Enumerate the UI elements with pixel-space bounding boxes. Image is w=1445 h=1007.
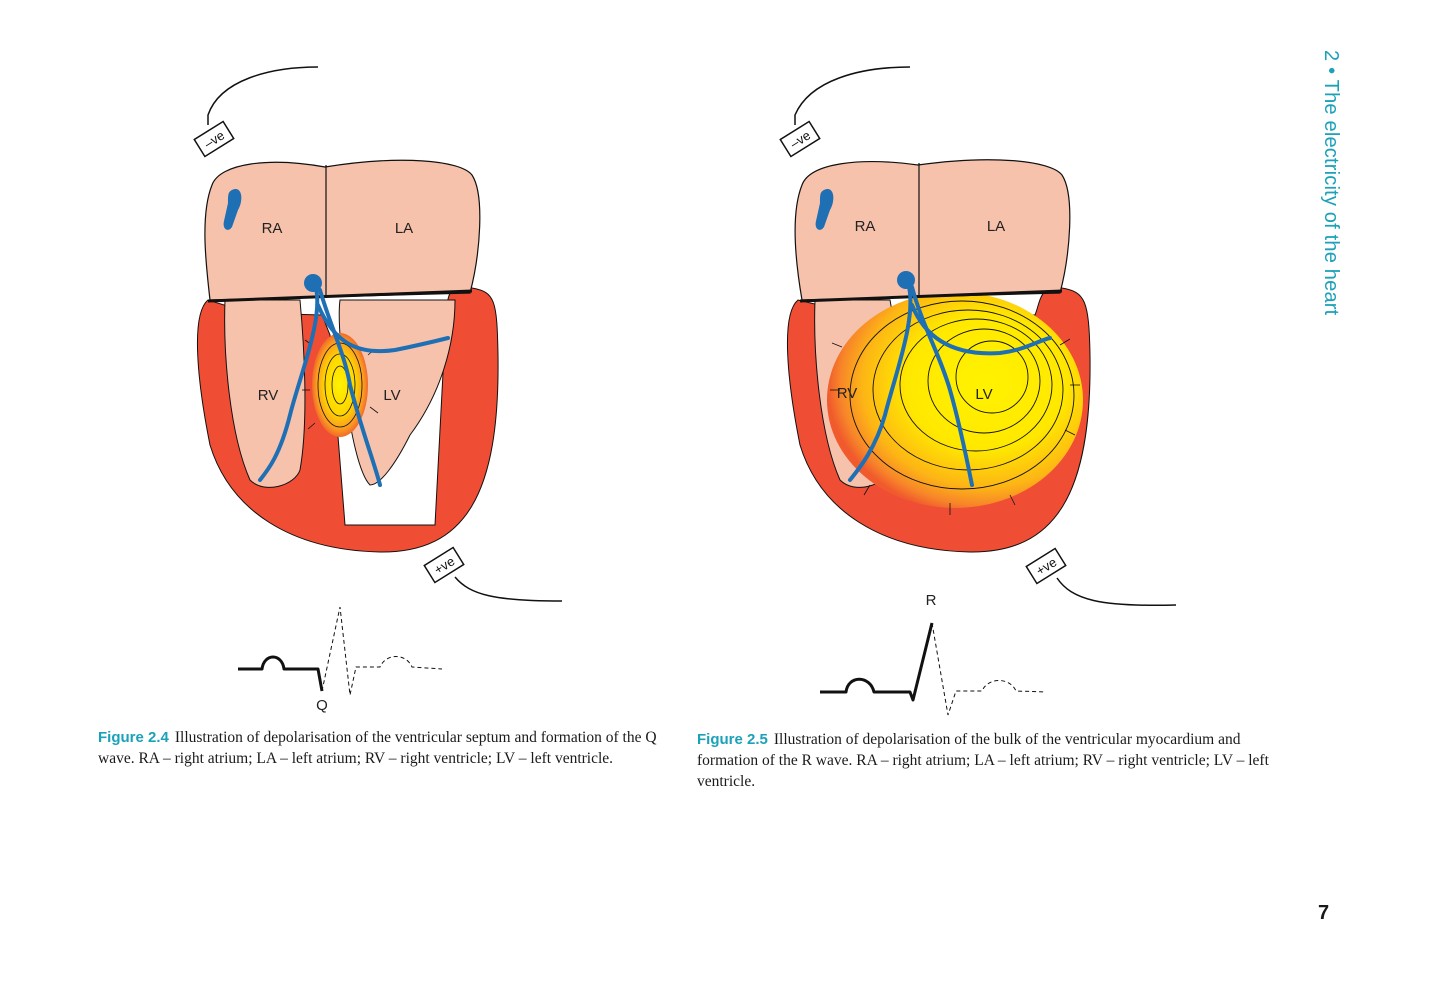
wave-label: R [926,592,937,609]
ra-label: RA [855,218,876,235]
ecg-trace: R [820,592,1046,715]
wave-label: Q [316,697,328,714]
positive-electrode-wire [1057,578,1176,605]
figure-2-4-caption-text: Illustration of depolarisation of the ve… [98,729,657,767]
lv-label: LV [383,387,400,404]
lv-label: LV [975,386,992,403]
positive-electrode: +ve [1026,549,1065,584]
figure-2-5-caption-text: Illustration of depolarisation of the bu… [697,731,1269,790]
negative-electrode-wire [795,67,910,125]
figure-2-4-label: Figure 2.4 [98,729,169,746]
rv-label: RV [837,385,858,402]
atria [205,160,480,300]
figure-2-4-diagram: –ve RA LA RV LV +ve Q [150,55,610,725]
positive-electrode: +ve [424,548,463,583]
ra-label: RA [262,220,283,237]
la-label: LA [987,218,1005,235]
la-label: LA [395,220,413,237]
chapter-side-heading: 2 • The electricity of the heart [1310,50,1346,370]
atria [795,160,1070,300]
negative-electrode: –ve [780,122,819,157]
figure-2-5-label: Figure 2.5 [697,731,768,748]
page-number: 7 [1318,902,1329,925]
positive-electrode-wire [455,577,562,601]
negative-electrode: –ve [194,122,233,157]
negative-electrode-wire [208,67,318,125]
rv-label: RV [258,387,279,404]
ecg-trace: Q [238,607,442,714]
figure-2-5-diagram: –ve RA LA RV LV +ve [740,55,1200,725]
